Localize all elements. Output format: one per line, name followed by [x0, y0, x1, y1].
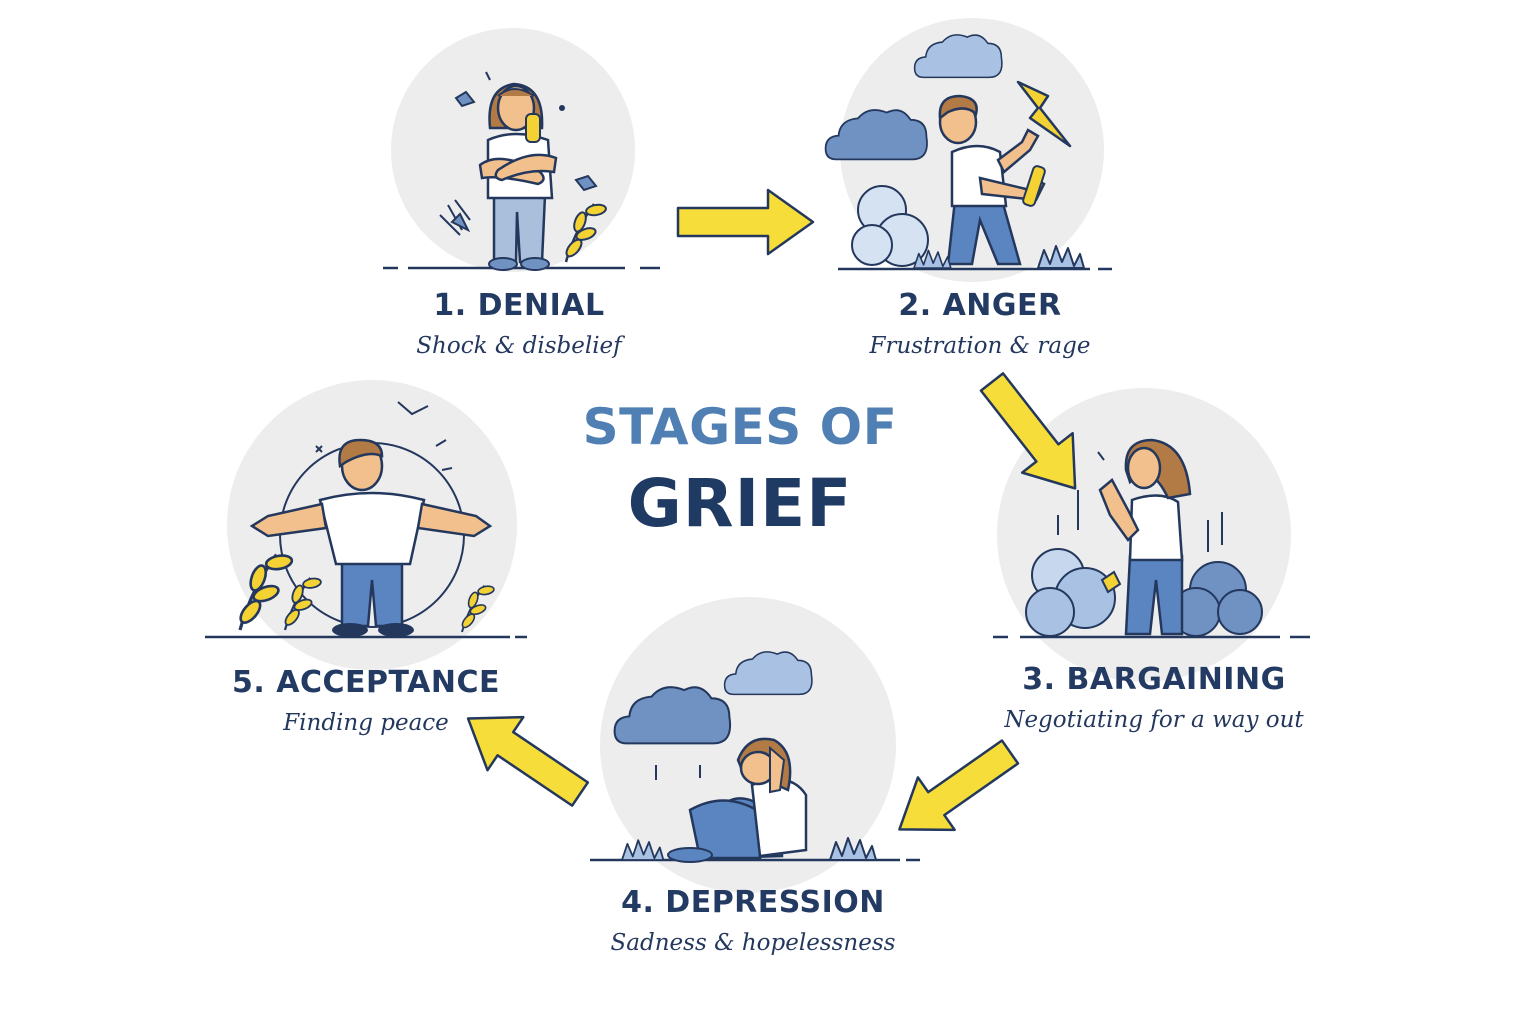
bargaining-jeans — [1124, 554, 1184, 636]
stage-title: 2. ANGER — [898, 288, 1062, 323]
denial-jeans — [492, 193, 547, 264]
stage-acceptance-illustration — [205, 380, 527, 670]
anger-jeans — [946, 198, 1022, 266]
stage-subtitle: Sadness & hopelessness — [610, 930, 896, 956]
stage-denial-illustration — [383, 28, 660, 272]
stage-subtitle: Finding peace — [283, 710, 449, 736]
arrow-bargaining-to-depression — [879, 724, 1030, 857]
stage-label-acceptance: 5. ACCEPTANCE Finding peace — [156, 665, 576, 736]
stage-title: 5. ACCEPTANCE — [232, 665, 500, 700]
stage-subtitle: Shock & disbelief — [416, 333, 622, 359]
stage-subtitle: Frustration & rage — [869, 333, 1091, 359]
arrow-denial-to-anger — [676, 188, 815, 256]
bargaining-shirt — [1128, 494, 1184, 562]
stage-label-denial: 1. DENIAL Shock & disbelief — [309, 288, 729, 359]
stage-label-anger: 2. ANGER Frustration & rage — [770, 288, 1190, 359]
stage-label-bargaining: 3. BARGAINING Negotiating for a way out — [944, 662, 1364, 733]
stage-title: 1. DENIAL — [433, 288, 605, 323]
stage-anger-illustration — [824, 18, 1112, 282]
acceptance-shirt — [318, 491, 426, 566]
stage-title: 3. BARGAINING — [1022, 662, 1286, 697]
diagram-title-line2: GRIEF — [627, 465, 853, 542]
lightning-icon — [1016, 80, 1072, 148]
acceptance-hair — [338, 438, 384, 469]
stage-depression-illustration — [590, 597, 920, 893]
diagram-title-line1: STAGES OF — [582, 398, 898, 456]
stage-subtitle: Negotiating for a way out — [1004, 707, 1304, 733]
anger-hair — [938, 94, 978, 121]
stage-label-depression: 4. DEPRESSION Sadness & hopelessness — [543, 885, 963, 956]
stage-title: 4. DEPRESSION — [621, 885, 885, 920]
bargaining-face — [1126, 446, 1162, 490]
